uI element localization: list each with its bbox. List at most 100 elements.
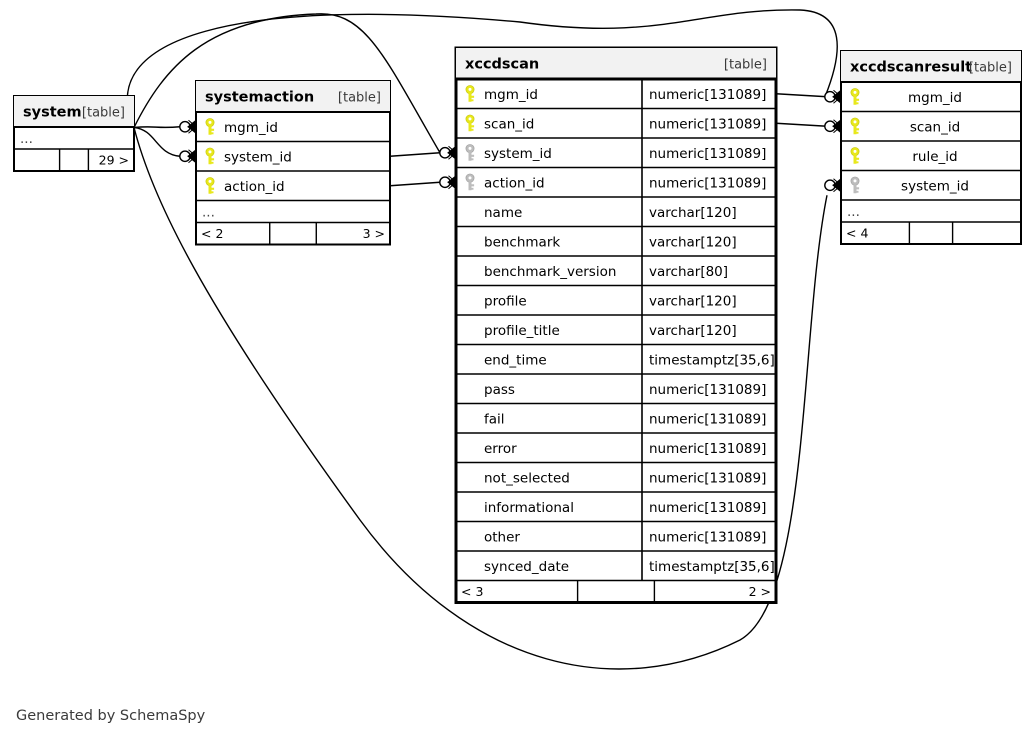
more-columns-ellipsis: ... [20,131,33,147]
column-type: varchar[120] [649,234,737,250]
key-icon-primary [850,147,860,164]
table-row[interactable]: scan_id numeric[131089] [456,107,776,133]
rel-xccdscan-to-xccdscanresult-scanid [775,122,828,127]
relationship-endpoint [439,145,457,160]
rel-systemaction-to-xccdscan-systemid [389,152,441,157]
column-name: other [484,529,520,545]
key-icon-foreign [465,173,475,191]
column-type: numeric[131089] [649,500,766,516]
key-icon-foreign [850,176,860,194]
column-type: numeric[131089] [649,382,766,398]
table-row[interactable]: profile varchar[120] [456,284,776,310]
column-type: numeric[131089] [649,529,766,545]
footer-outgoing-count: 3 > [363,226,385,241]
table-title-system: system [23,105,82,121]
key-icon-foreign [465,144,475,161]
column-name: benchmark [484,234,560,250]
column-name: informational [484,500,574,516]
table-row[interactable]: system_id numeric[131089] [456,137,776,162]
table-tag-xccdscanresult: [table] [969,61,1012,76]
generator-credit: Generated by SchemaSpy [16,708,206,724]
table-nodes: system[table]...29 >systemaction[table]m… [13,46,1022,604]
column-name: mgm_id [908,90,962,106]
table-tag-systemaction: [table] [338,91,381,106]
rel-xccdscan-to-xccdscanresult-mgmid [775,93,828,98]
table-row[interactable]: system_id [841,169,1021,195]
column-type: numeric[131089] [649,116,766,132]
relationship-endpoint [179,149,197,164]
column-type: varchar[120] [649,205,737,221]
key-icon-primary [850,117,860,135]
table-tag-xccdscan: [table] [724,58,767,73]
column-name: end_time [484,352,547,368]
table-row[interactable]: mgm_id [850,88,962,106]
column-name: action_id [224,179,285,195]
column-name: profile_title [484,323,560,339]
column-name: scan_id [910,119,960,135]
table-node-system[interactable]: system[table]...29 > [13,95,135,172]
column-name: system_id [484,146,552,162]
column-type: numeric[131089] [649,146,766,162]
table-row[interactable]: pass numeric[131089] [456,373,776,398]
footer-incoming-count: < 3 [461,584,483,599]
column-type: numeric[131089] [649,411,766,427]
key-icon-primary [465,114,475,132]
column-type: varchar[120] [649,293,737,309]
table-row[interactable]: rule_id [841,140,1021,165]
rel-system-to-xccdscanresult-mgmid [126,9,838,128]
column-type: timestamptz[35,6] [649,352,775,368]
relationship-endpoint [179,119,197,134]
relationship-endpoint [824,89,842,104]
column-name: mgm_id [224,120,278,136]
more-columns-ellipsis: ... [202,205,215,221]
table-row[interactable]: informational numeric[131089] [456,491,776,516]
rel-system-to-xccdscan-systemid [133,13,441,154]
table-node-xccdscanresult[interactable]: xccdscanresult[table] mgm_id scan_id rule_i… [840,50,1022,245]
rel-system-to-xccdscanresult-systemid [133,127,828,670]
column-name: profile [484,293,527,309]
key-icon-primary [205,147,215,165]
key-icon-primary [205,177,215,194]
table-row[interactable]: benchmark varchar[120] [456,225,776,251]
column-type: numeric[131089] [649,175,766,191]
column-name: pass [484,382,515,398]
table-title-xccdscanresult: xccdscanresult [850,60,972,76]
rel-system-to-systemaction-systemid [133,126,181,157]
column-type: numeric[131089] [649,441,766,457]
table-row[interactable]: error numeric[131089] [456,432,776,457]
table-title-xccdscan: xccdscan [465,57,539,73]
key-icon-primary [205,118,215,135]
footer-incoming-count: < 4 [846,226,868,241]
column-type: varchar[120] [649,323,737,339]
table-row[interactable]: other numeric[131089] [456,520,776,546]
more-columns-ellipsis: ... [847,204,860,220]
table-row[interactable]: system_id [196,140,390,166]
table-row[interactable]: scan_id [841,110,1021,136]
table-row[interactable]: end_time timestamptz[35,6] [456,343,776,369]
column-name: benchmark_version [484,264,616,280]
column-name: scan_id [484,116,534,132]
relationship-edges [126,9,842,670]
rel-systemaction-to-xccdscan-actionid [389,181,441,187]
table-tag-system: [table] [82,106,125,121]
footer-incoming-count: < 2 [201,226,223,241]
column-name: error [484,441,517,457]
key-icon-primary [465,85,475,102]
table-row[interactable]: action_id [196,170,390,195]
key-icon-primary [850,88,860,105]
table-row[interactable]: mgm_id [205,118,278,136]
table-node-systemaction[interactable]: systemaction[table]mgm_idsystem_idaction… [195,80,391,246]
column-type: numeric[131089] [649,87,766,103]
table-row[interactable]: profile_title varchar[120] [456,314,776,339]
column-name: system_id [901,178,969,194]
column-type: numeric[131089] [649,470,766,486]
footer-outgoing-count: 2 > [749,584,771,599]
